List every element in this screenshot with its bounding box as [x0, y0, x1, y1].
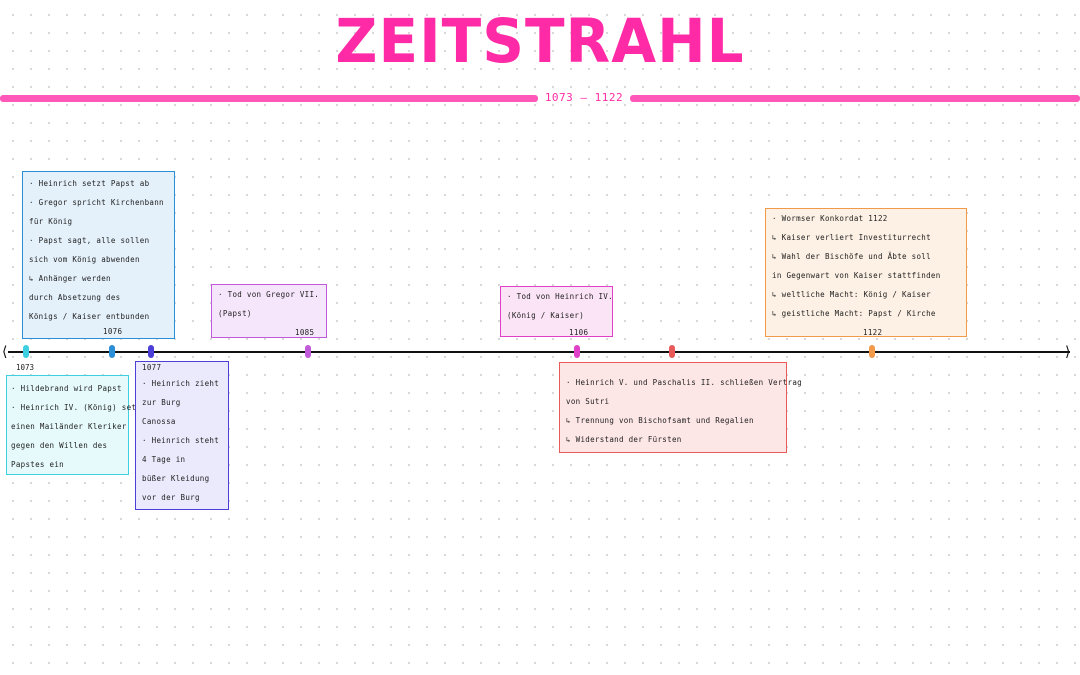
- event-year-1073: 1073: [16, 363, 35, 372]
- event-line: · Tod von Heinrich IV.: [507, 292, 613, 301]
- timeline-marker-1077: [148, 345, 154, 358]
- event-card-1111: · Heinrich V. und Paschalis II. schließe…: [559, 362, 802, 453]
- event-line: ↳ Widerstand der Fürsten: [566, 435, 682, 444]
- event-year: 1085: [295, 328, 315, 337]
- event-line: ↳ Anhänger werden: [29, 274, 111, 283]
- timeline-marker-1073: [23, 345, 29, 358]
- event-line: (König / Kaiser): [507, 311, 585, 320]
- event-line: zur Burg: [142, 398, 181, 407]
- event-line: · Tod von Gregor VII.: [218, 290, 320, 299]
- event-line: 4 Tage in: [142, 455, 186, 464]
- event-card-1077: 1077 · Heinrich zieht zur Burg Canossa ·…: [135, 361, 229, 510]
- event-line: in Gegenwart von Kaiser stattfinden: [772, 271, 941, 280]
- event-line: · Heinrich steht: [142, 436, 220, 445]
- event-line: sich vom König abwenden: [29, 255, 140, 264]
- event-line: büßer Kleidung: [142, 474, 210, 483]
- event-line: · Papst sagt, alle sollen: [29, 236, 150, 245]
- event-line: Canossa: [142, 417, 176, 426]
- timeline-marker-1122: [869, 345, 875, 358]
- timeline-marker-1106: [574, 345, 580, 358]
- event-line: ↳ weltliche Macht: König / Kaiser: [772, 290, 931, 299]
- timeline-marker-1111: [669, 345, 675, 358]
- event-card-1076: · Heinrich setzt Papst ab · Gregor spric…: [22, 171, 175, 339]
- event-line: · Gregor spricht Kirchenbann: [29, 198, 164, 207]
- title-underline-right: [630, 95, 1080, 102]
- event-line: Papstes ein: [11, 460, 64, 469]
- event-line: (Papst): [218, 309, 252, 318]
- event-line: · Heinrich setzt Papst ab: [29, 179, 150, 188]
- event-year: 1076: [103, 327, 123, 336]
- event-line: · Hildebrand wird Papst: [11, 384, 122, 393]
- event-line: · Heinrich IV. (König) setzt: [11, 403, 146, 412]
- event-line: für König: [29, 217, 73, 226]
- event-card-1073: · Hildebrand wird Papst · Heinrich IV. (…: [6, 375, 146, 475]
- event-line: gegen den Willen des: [11, 441, 108, 450]
- event-line: · Wormser Konkordat 1122: [772, 214, 888, 223]
- event-line: ↳ Kaiser verliert Investiturrecht: [772, 233, 931, 242]
- event-card-1106: · Tod von Heinrich IV. (König / Kaiser) …: [500, 286, 613, 337]
- event-line: ↳ geistliche Macht: Papst / Kirche: [772, 309, 936, 318]
- event-line: vor der Burg: [142, 493, 200, 502]
- event-line: durch Absetzung des: [29, 293, 121, 302]
- event-line: von Sutri: [566, 397, 610, 406]
- event-year: 1077: [142, 363, 162, 372]
- timeline-marker-1076: [109, 345, 115, 358]
- event-line: Königs / Kaiser entbunden: [29, 312, 150, 321]
- date-range: 1073 – 1122: [544, 91, 624, 104]
- event-line: · Heinrich V. und Paschalis II. schließe…: [566, 378, 802, 387]
- event-year: 1106: [569, 328, 589, 337]
- page-title: ZEITSTRAHL: [335, 5, 745, 77]
- event-card-1122: · Wormser Konkordat 1122 ↳ Kaiser verlie…: [765, 208, 967, 337]
- title-underline-left: [0, 95, 538, 102]
- arrow-left-icon: ⟨: [2, 344, 8, 360]
- arrow-right-icon: ⟩: [1065, 344, 1071, 360]
- timeline-axis: [8, 351, 1070, 353]
- timeline-marker-1085: [305, 345, 311, 358]
- event-line: · Heinrich zieht: [142, 379, 220, 388]
- event-line: ↳ Trennung von Bischofsamt und Regalien: [566, 416, 754, 425]
- event-line: ↳ Wahl der Bischöfe und Äbte soll: [772, 252, 931, 261]
- event-line: einen Mailänder Kleriker: [11, 422, 127, 431]
- event-year: 1122: [863, 328, 883, 337]
- event-card-1085: · Tod von Gregor VII. (Papst) 1085: [211, 284, 327, 338]
